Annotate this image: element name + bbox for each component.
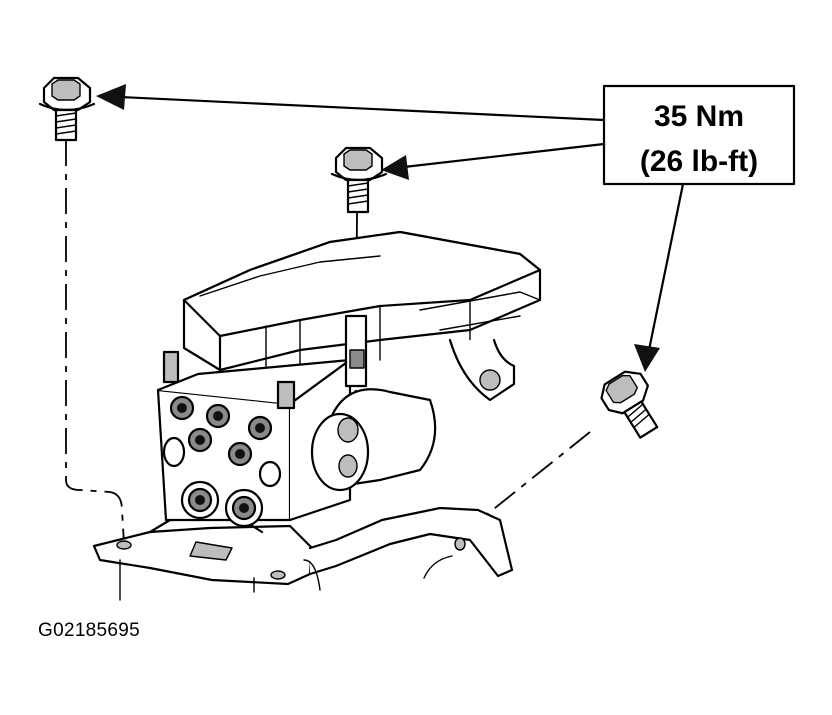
mounting-bracket <box>92 506 514 601</box>
leader-line-right <box>647 182 685 352</box>
bolt-right <box>600 370 659 439</box>
figure-id: G02185695 <box>38 620 141 641</box>
arrowhead-right <box>634 344 660 372</box>
bolt-top-left <box>38 76 96 142</box>
abs-hydraulic-unit <box>156 230 542 522</box>
torque-lbft-label: (26 lb-ft) <box>640 145 758 178</box>
bracket-hole-center <box>270 570 286 580</box>
torque-callout: 35 Nm (26 lb-ft) <box>602 84 796 186</box>
alignment-line-right <box>469 431 591 529</box>
torque-nm-label: 35 Nm <box>654 100 744 133</box>
torque-callout-box <box>602 84 796 186</box>
bolt-center <box>330 146 388 214</box>
leader-line-center <box>402 142 606 169</box>
bracket-hole-left <box>116 540 132 550</box>
arrowhead-top-left <box>96 84 126 110</box>
port-plug-left <box>162 436 186 468</box>
alignment-line-left <box>65 140 125 545</box>
port-plug-right <box>258 460 282 488</box>
brake-line-ports <box>162 395 282 528</box>
bracket-hole-right <box>454 537 466 551</box>
leader-line-top-left <box>118 95 606 122</box>
leader-arrows <box>96 84 685 372</box>
arrowhead-center <box>381 155 409 180</box>
